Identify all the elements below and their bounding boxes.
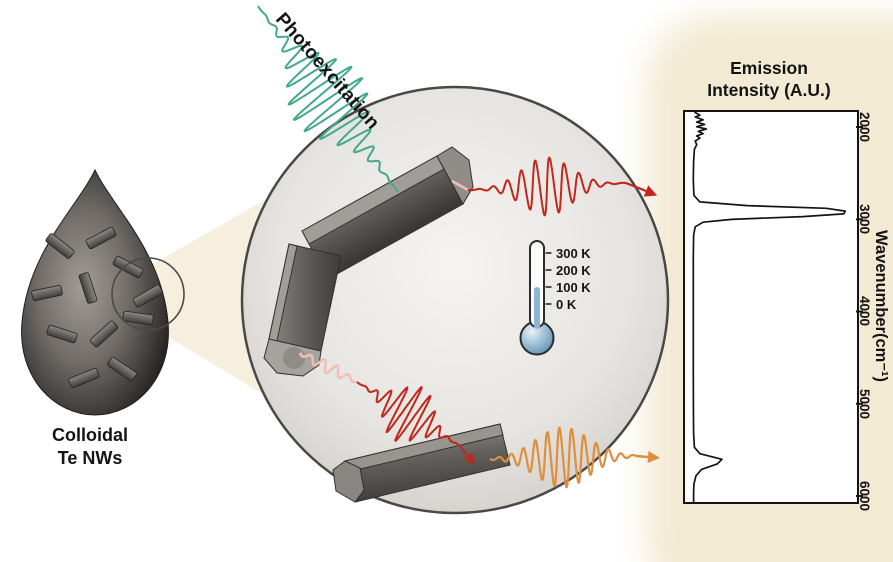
orange-emission-arrow	[635, 454, 649, 459]
orange-emission-arrow-head	[647, 451, 660, 463]
thermometer-label-100k: 100 K	[556, 280, 591, 295]
pink-link-top	[451, 179, 469, 192]
pink-energy-transfer-link	[298, 352, 358, 384]
thermometer-fluid	[534, 287, 540, 329]
axis-tick-marks	[856, 126, 863, 497]
red-absorption-arrow	[459, 445, 469, 457]
plot-title: Emission Intensity (A.U.)	[676, 57, 862, 101]
thermometer	[519, 240, 555, 356]
thermometer-label-200k: 200 K	[556, 263, 591, 278]
thermometer-label-0k: 0 K	[556, 297, 577, 312]
spectrum-trace	[692, 112, 847, 502]
nanowire-top	[263, 146, 474, 377]
red-emission-pulse-top	[468, 156, 626, 217]
tick-label-4000: 4000	[857, 296, 872, 327]
red-emission-arrow-top-head	[643, 185, 658, 197]
thermometer-label-300k: 300 K	[556, 246, 591, 261]
colloidal-label-line2: Te NWs	[57, 448, 123, 468]
colloidal-label-line1: Colloidal	[52, 425, 128, 445]
spectrum-line	[692, 112, 847, 502]
orange-emission-pulse	[489, 426, 637, 489]
nanowires-in-droplet	[31, 226, 164, 389]
plot-title-line2: Intensity (A.U.)	[707, 80, 831, 100]
wavenumber-axis-label: Wavenumber(cm⁻¹)	[872, 230, 890, 383]
red-pulse-middle	[356, 381, 461, 447]
nanowire-bottom	[332, 423, 511, 503]
light-pulses	[257, 5, 660, 489]
tick-label-5000: 5000	[857, 389, 872, 420]
plot-title-line1: Emission	[730, 58, 808, 78]
colloidal-label: Colloidal Te NWs	[16, 424, 164, 470]
red-absorption-arrow-head	[463, 452, 475, 465]
tick-label-2000: 2000	[857, 112, 872, 143]
thermometer-ticks	[545, 252, 552, 305]
emission-spectrum-plot	[683, 110, 859, 504]
tick-label-3000: 3000	[857, 204, 872, 235]
photoexcitation-pulse	[257, 5, 399, 193]
zoom-region-circle	[111, 257, 185, 331]
red-emission-arrow-top	[625, 181, 647, 193]
tick-label-6000: 6000	[857, 481, 872, 512]
